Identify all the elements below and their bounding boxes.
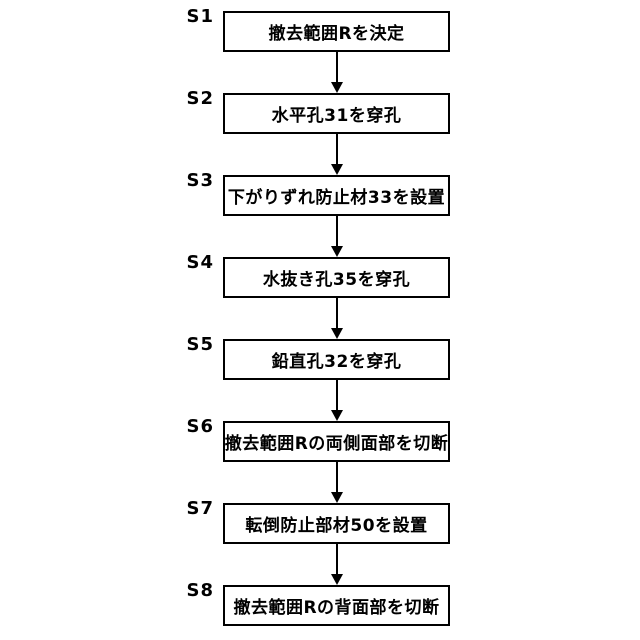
arrow-shaft	[335, 380, 338, 410]
flow-step: S4 水抜き孔35を穿孔	[187, 254, 450, 298]
step-box: 鉛直孔32を穿孔	[223, 339, 450, 380]
flow-step: S5 鉛直孔32を穿孔	[187, 336, 450, 380]
step-id-label: S2	[186, 88, 214, 109]
step-text: 水平孔31を穿孔	[271, 106, 402, 126]
arrow-shaft	[335, 52, 338, 82]
step-text: 水抜き孔35を穿孔	[262, 270, 411, 290]
step-id-label: S5	[186, 334, 214, 355]
arrow-head-icon	[330, 492, 343, 503]
flow-arrow-down	[223, 52, 450, 93]
step-text: 撤去範囲Rの両側面部を切断	[224, 434, 449, 454]
step-id-label: S8	[186, 580, 214, 601]
step-text: 撤去範囲Rを決定	[268, 24, 405, 44]
arrow-shaft	[335, 134, 338, 164]
flow-arrow-down	[223, 462, 450, 503]
arrow-shaft	[335, 462, 338, 492]
step-text: 下がりずれ防止材33を設置	[227, 188, 446, 208]
step-id-label: S6	[186, 416, 214, 437]
arrow-head-icon	[330, 574, 343, 585]
step-id-label: S7	[186, 498, 214, 519]
arrow-head-icon	[330, 246, 343, 257]
step-text: 鉛直孔32を穿孔	[271, 352, 402, 372]
step-id-label: S4	[186, 252, 214, 273]
flow-step: S1 撤去範囲Rを決定	[187, 8, 450, 52]
flowchart: S1 撤去範囲Rを決定 S2 水平孔31を穿孔 S3 下がりずれ防止材33を設置 S4 水抜き…	[187, 8, 450, 626]
step-text: 撤去範囲Rの背面部を切断	[233, 598, 440, 618]
step-text: 転倒防止部材50を設置	[245, 516, 428, 536]
step-box: 撤去範囲Rの背面部を切断	[223, 585, 450, 626]
step-box: 撤去範囲Rの両側面部を切断	[223, 421, 450, 462]
step-box: 撤去範囲Rを決定	[223, 11, 450, 52]
arrow-shaft	[335, 216, 338, 246]
step-id-label: S3	[186, 170, 214, 191]
step-box: 下がりずれ防止材33を設置	[223, 175, 450, 216]
flow-arrow-down	[223, 216, 450, 257]
arrow-head-icon	[330, 410, 343, 421]
step-box: 水平孔31を穿孔	[223, 93, 450, 134]
arrow-head-icon	[330, 328, 343, 339]
flow-arrow-down	[223, 544, 450, 585]
flow-arrow-down	[223, 134, 450, 175]
arrow-shaft	[335, 298, 338, 328]
flow-step: S3 下がりずれ防止材33を設置	[187, 172, 450, 216]
flow-step: S7 転倒防止部材50を設置	[187, 500, 450, 544]
step-id-label: S1	[186, 6, 214, 27]
flow-step: S8 撤去範囲Rの背面部を切断	[187, 582, 450, 626]
step-box: 転倒防止部材50を設置	[223, 503, 450, 544]
step-box: 水抜き孔35を穿孔	[223, 257, 450, 298]
flow-arrow-down	[223, 298, 450, 339]
flow-step: S2 水平孔31を穿孔	[187, 90, 450, 134]
arrow-shaft	[335, 544, 338, 574]
flow-step: S6 撤去範囲Rの両側面部を切断	[187, 418, 450, 462]
arrow-head-icon	[330, 82, 343, 93]
flow-arrow-down	[223, 380, 450, 421]
arrow-head-icon	[330, 164, 343, 175]
